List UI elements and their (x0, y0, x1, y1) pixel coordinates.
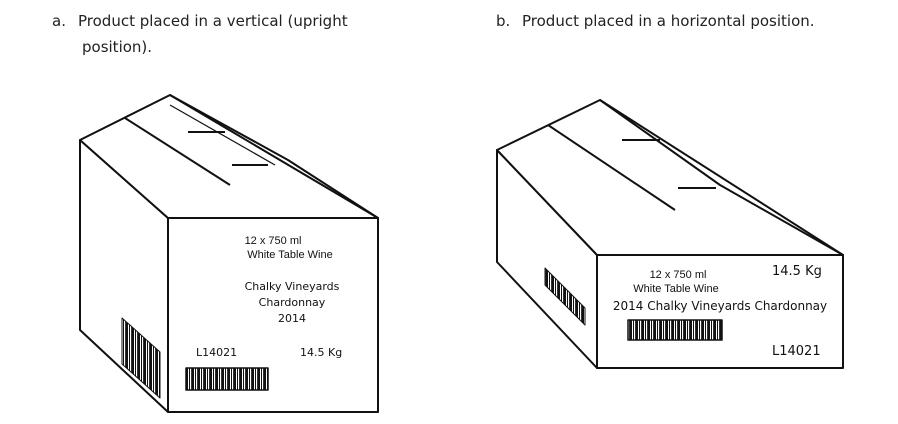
caption-a-marker: a. (52, 12, 66, 30)
caption-a-line1: Product placed in a vertical (upright (78, 12, 348, 30)
box-b-weight: 14.5 Kg (772, 264, 822, 279)
box-b-lot: L14021 (772, 344, 821, 359)
box-a-variety: Chardonnay (259, 296, 326, 309)
box-b-qty: 12 x 750 ml (650, 269, 707, 281)
box-a-lot: L14021 (196, 346, 237, 359)
caption-b: b. Product placed in a horizontal positio… (496, 8, 815, 34)
box-a-year: 2014 (278, 312, 306, 325)
box-a-drawing (79, 94, 379, 413)
box-b-front-face (596, 254, 844, 369)
box-b-description: 2014 Chalky Vineyards Chardonnay (613, 299, 827, 313)
box-b-barcode (627, 319, 723, 341)
box-a-weight: 14.5 Kg (300, 346, 342, 359)
caption-b-marker: b. (496, 12, 511, 30)
box-b-drawing (496, 99, 844, 369)
caption-a-line2: position). (82, 38, 153, 56)
box-b-type: White Table Wine (633, 283, 718, 295)
caption-a: a.Product placed in a vertical (upright … (52, 8, 348, 60)
box-a-front-face (167, 217, 379, 413)
box-b-side-barcode (544, 267, 586, 326)
box-a-qty: 12 x 750 ml (245, 235, 302, 247)
caption-b-line1: Product placed in a horizontal position. (522, 12, 815, 30)
box-a-barcode (185, 367, 269, 391)
box-a-producer: Chalky Vineyards (245, 280, 340, 293)
box-a-side-barcode (121, 317, 161, 399)
box-a-type: White Table Wine (247, 249, 332, 261)
